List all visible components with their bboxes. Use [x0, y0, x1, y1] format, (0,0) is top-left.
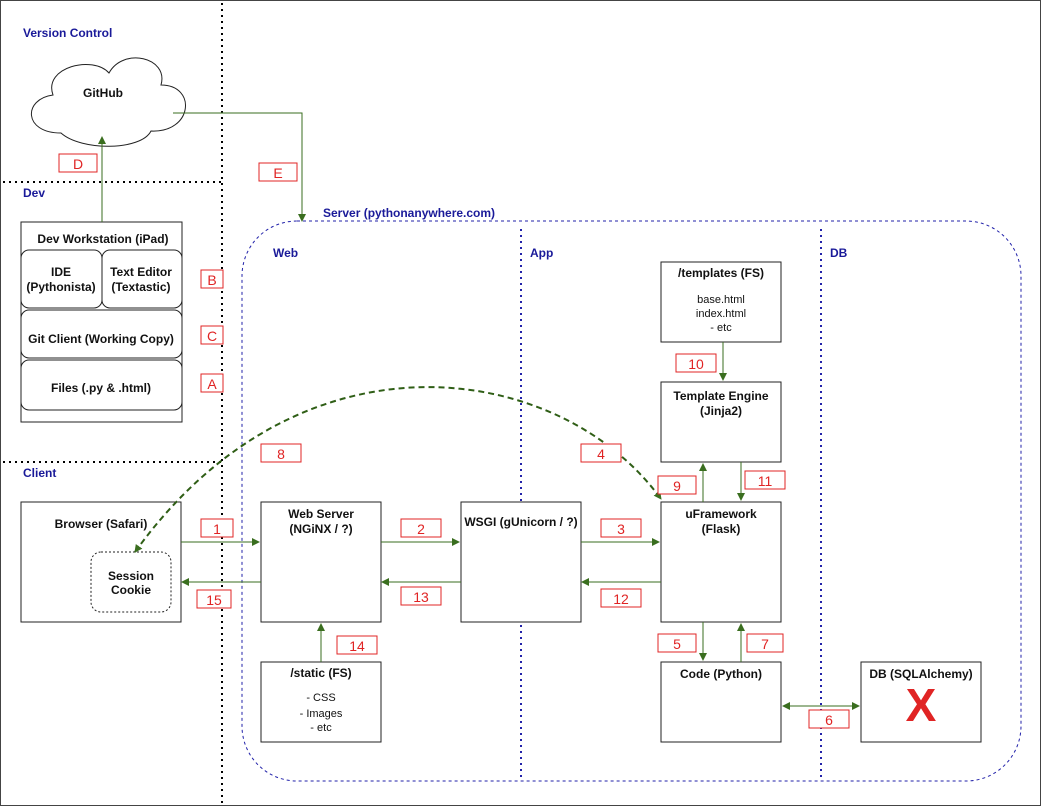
browser-box: Browser (Safari) Session Cookie: [20, 501, 182, 623]
wsgi-label: WSGI (gUnicorn / ?): [464, 515, 577, 529]
tag-2: 2: [417, 521, 425, 537]
session-cookie-box: [90, 551, 172, 613]
text-editor-label: Text Editor: [110, 265, 172, 279]
tag-4: 4: [597, 446, 605, 462]
dev-workstation: Dev Workstation (iPad) IDE (Pythonista) …: [20, 221, 183, 423]
template-engine-box: Template Engine (Jinja2): [660, 381, 782, 463]
tag-11: 11: [758, 473, 773, 489]
static-item: - CSS: [306, 692, 335, 704]
static-label: /static (FS): [290, 666, 351, 680]
server-boundary: [241, 220, 1022, 782]
uframework-label: uFramework: [685, 507, 757, 521]
tag-6: 6: [825, 712, 833, 728]
section-version-control: Version Control: [23, 26, 112, 40]
section-dev: Dev: [23, 186, 45, 200]
step-tags: A B C D E 1 2 3 4 5 6 7 8 9 10 11 12 13: [58, 153, 850, 729]
git-client-label: Git Client (Working Copy): [28, 332, 174, 346]
files-label: Files (.py & .html): [51, 381, 151, 395]
tag-10: 10: [688, 356, 704, 372]
session-cookie-sublabel: Cookie: [111, 583, 151, 597]
github-cloud: GitHub: [30, 57, 186, 147]
tag-a: A: [207, 376, 217, 392]
section-server: Server (pythonanywhere.com): [323, 206, 495, 220]
static-item: - etc: [310, 722, 332, 734]
session-cookie-label: Session: [108, 569, 154, 583]
template-engine-label: Template Engine: [673, 389, 768, 403]
templates-item: - etc: [710, 322, 732, 334]
tag-15: 15: [206, 592, 222, 608]
tag-3: 3: [617, 521, 625, 537]
tag-8: 8: [277, 446, 285, 462]
code-box: Code (Python): [660, 661, 782, 743]
uframework-box: uFramework (Flask): [660, 501, 782, 623]
template-engine-sublabel: (Jinja2): [700, 404, 742, 418]
ide-sublabel: (Pythonista): [26, 280, 95, 294]
templates-box: /templates (FS) base.html index.html - e…: [660, 261, 782, 343]
section-app: App: [530, 246, 553, 260]
text-editor-sublabel: (Textastic): [111, 280, 170, 294]
arrow-github-to-server: [173, 112, 306, 222]
tag-14: 14: [349, 638, 365, 654]
wsgi-box: WSGI (gUnicorn / ?): [460, 501, 582, 623]
tag-d: D: [73, 156, 83, 172]
db-label: DB (SQLAlchemy): [869, 667, 972, 681]
git-client-box: [20, 309, 183, 359]
web-server-sublabel: (NGiNX / ?): [289, 522, 352, 536]
tag-b: B: [207, 272, 216, 288]
static-box: /static (FS) - CSS - Images - etc: [260, 661, 382, 743]
github-label: GitHub: [83, 86, 123, 100]
ide-box: [20, 249, 103, 309]
tag-c: C: [207, 328, 217, 344]
static-item: - Images: [300, 708, 343, 720]
section-db: DB: [830, 246, 848, 260]
tag-5: 5: [673, 636, 681, 652]
db-unavailable-mark: X: [906, 679, 937, 731]
tag-e: E: [273, 165, 282, 181]
section-client: Client: [23, 466, 56, 480]
tag-1: 1: [213, 521, 221, 537]
web-server-box: Web Server (NGiNX / ?): [260, 501, 382, 623]
tag-9: 9: [673, 478, 681, 494]
tag-13: 13: [413, 589, 429, 605]
tag-12: 12: [613, 591, 629, 607]
uframework-sublabel: (Flask): [702, 522, 741, 536]
ide-label: IDE: [51, 265, 71, 279]
workstation-label: Dev Workstation (iPad): [37, 232, 168, 246]
templates-item: base.html: [697, 294, 745, 306]
browser-label: Browser (Safari): [55, 517, 148, 531]
files-box: [20, 359, 183, 411]
db-box: DB (SQLAlchemy) X: [860, 661, 982, 743]
code-label: Code (Python): [680, 667, 762, 681]
templates-label: /templates (FS): [678, 266, 764, 280]
section-web: Web: [273, 246, 298, 260]
web-server-label: Web Server: [288, 507, 354, 521]
text-editor-box: [101, 249, 183, 309]
templates-item: index.html: [696, 308, 746, 320]
tag-7: 7: [761, 636, 769, 652]
